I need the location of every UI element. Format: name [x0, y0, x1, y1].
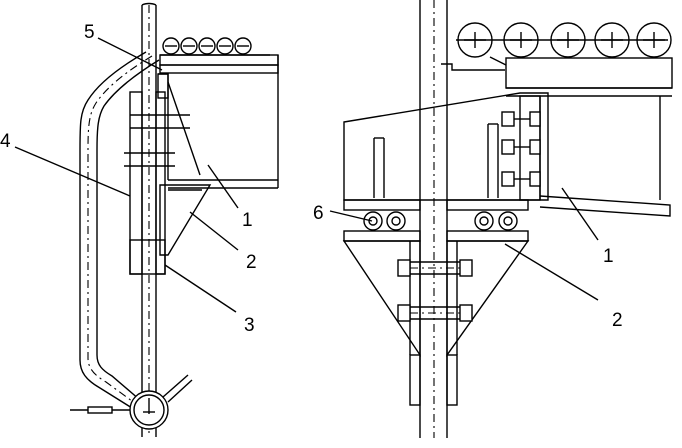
roller-icon — [180, 37, 198, 55]
roller-icon — [503, 22, 539, 58]
bolt-icon — [397, 304, 473, 322]
left-flexible-pipe — [79, 51, 160, 409]
left-beam — [157, 54, 279, 189]
callout-label: 3 — [244, 315, 255, 336]
left-rollers — [160, 37, 270, 56]
callout-label: 2 — [246, 252, 257, 273]
right-beam — [505, 57, 673, 217]
left-console — [129, 184, 212, 275]
right-column — [419, 0, 448, 438]
roller-icon — [386, 211, 406, 231]
right-view — [329, 0, 673, 438]
bolt-icon — [397, 259, 473, 277]
right-top-rollers — [441, 22, 672, 71]
roller-icon — [474, 211, 494, 231]
roller-icon — [550, 22, 586, 58]
roller-icon — [594, 22, 630, 58]
roller-icon — [216, 37, 234, 55]
right-leader-lines — [329, 187, 599, 301]
left-view — [14, 2, 279, 437]
roller-icon — [234, 37, 252, 55]
right-end-box — [343, 92, 549, 201]
roller-icon — [162, 37, 180, 55]
callout-labels: 5 4 1 2 3 6 1 2 — [0, 22, 623, 336]
left-column — [141, 2, 157, 437]
right-console — [342, 230, 530, 406]
callout-label: 5 — [84, 22, 95, 43]
bolt-icon — [501, 139, 541, 155]
left-leader-lines — [14, 37, 239, 313]
roller-icon — [198, 37, 216, 55]
right-roller-support — [343, 199, 529, 231]
roller-icon — [498, 211, 518, 231]
bolt-icon — [501, 111, 541, 127]
roller-icon — [363, 211, 383, 231]
callout-label: 4 — [0, 131, 11, 152]
callout-label: 6 — [313, 203, 324, 224]
callout-label: 1 — [603, 246, 614, 267]
callout-label: 1 — [242, 210, 253, 231]
roller-icon — [636, 22, 672, 58]
dial-gauge-icon — [70, 374, 193, 430]
roller-icon — [457, 22, 493, 58]
callout-label: 2 — [612, 310, 623, 331]
